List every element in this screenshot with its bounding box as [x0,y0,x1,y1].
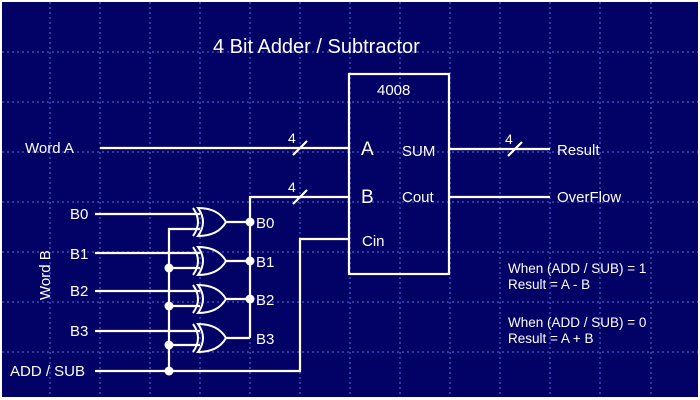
junction-dot [245,217,255,227]
xor-gate-1 [192,245,228,277]
bus-slash-b [292,189,308,205]
label-b2: B2 [70,283,88,300]
bus-width-sum: 4 [505,131,513,147]
bus-slash-sum [507,141,523,157]
chip-pin-cin: Cin [362,233,385,250]
label-overflow: OverFlow [557,189,621,206]
junction-dot [164,366,174,376]
junction-dot [245,294,255,304]
note-add-line1: When (ADD / SUB) = 0 [508,315,646,330]
bus-slash-a [292,140,308,156]
chip-name: 4008 [377,82,410,99]
wire-control-bus [167,227,200,371]
xor-gate-2 [192,283,228,315]
junction-dot [164,263,174,273]
label-b0: B0 [70,206,88,223]
label-xor-b2: B2 [256,292,274,309]
chip-pin-a: A [361,139,374,160]
note-sub-line1: When (ADD / SUB) = 1 [508,261,646,276]
label-xor-b0: B0 [256,215,274,232]
chip-4008 [347,72,451,276]
label-add-sub: ADD / SUB [10,363,85,380]
chip-pin-cout: Cout [402,189,435,206]
label-b1: B1 [70,246,88,263]
note-add-line2: Result = A + B [508,331,594,346]
label-b3: B3 [70,323,88,340]
chip-pin-b: B [361,187,374,208]
label-xor-b3: B3 [256,331,274,348]
junction-dot [164,301,174,311]
junction-dot [245,256,255,266]
xor-gate-3 [192,322,228,354]
bus-width-b: 4 [288,179,296,195]
note-sub-line2: Result = A - B [508,277,590,292]
label-xor-b1: B1 [256,254,274,271]
chip-pin-sum: SUM [402,143,435,160]
bus-width-a: 4 [288,130,296,146]
label-word-a: Word A [25,140,74,157]
wire-b-bus [248,195,349,338]
diagram-title: 4 Bit Adder / Subtractor [213,36,420,58]
xor-gate-0 [192,206,228,238]
label-result: Result [557,142,600,159]
wire-add-sub [95,237,349,373]
label-word-b: Word B [37,250,54,300]
junction-dot [164,340,174,350]
